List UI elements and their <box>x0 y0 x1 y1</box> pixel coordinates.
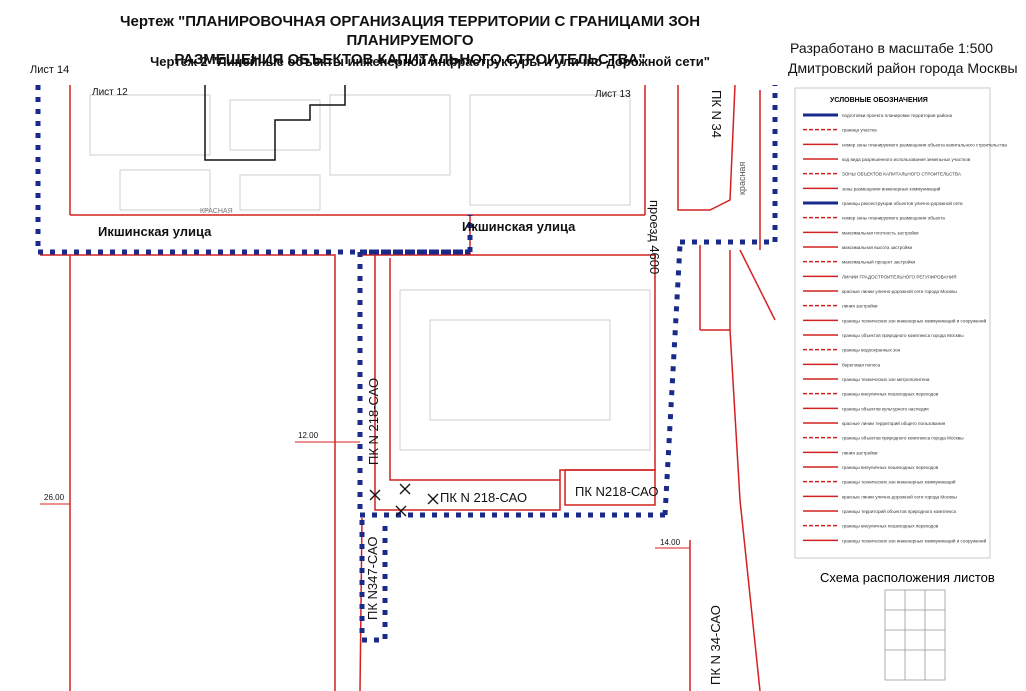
scale-label: Разработано в масштабе 1:500 <box>790 40 994 56</box>
legend-item-label: зоны размещения инженерных коммуникаций <box>842 185 941 191</box>
krasnaya-small-label: КРАСНАЯ <box>200 208 233 215</box>
legend-item-label: красные линии улично-дорожной сети город… <box>842 288 957 294</box>
legend-item-label: границы технических зон инженерных комму… <box>842 537 987 543</box>
dimension-26: 26.00 <box>44 493 65 502</box>
legend-heading: УСЛОВНЫЕ ОБОЗНАЧЕНИЯ <box>830 97 928 104</box>
legend-item-label: границы реконструкции объектов улично-до… <box>842 200 963 206</box>
street-label-right: Икшинская улица <box>462 219 576 234</box>
legend-item-label: границы объектов природного комплекса го… <box>842 333 964 338</box>
dimension-12: 12.00 <box>298 431 319 440</box>
pk218-horizontal-label: ПК N 218-САО <box>440 490 527 505</box>
title-block: Чертеж "ПЛАНИРОВОЧНАЯ ОРГАНИЗАЦИЯ ТЕРРИТ… <box>60 12 760 69</box>
header: Чертеж "ПЛАНИРОВОЧНАЯ ОРГАНИЗАЦИЯ ТЕРРИТ… <box>0 0 1026 90</box>
legend-item-label: ЛИНИИ ГРАДОСТРОИТЕЛЬНОГО РЕГУЛИРОВАНИЯ <box>842 274 956 279</box>
legend-item-label: код вида разрешенного использования земе… <box>842 157 971 162</box>
title-line2: РАЗМЕЩЕНИЯ ОБЪЕКТОВ КАПИТАЛЬНОГО СТРОИТЕ… <box>174 51 646 68</box>
legend-item-label: линия застройки <box>842 449 878 455</box>
legend-item-label: границы внеуличных пешеходных переходов <box>842 524 939 529</box>
demolition-marks <box>369 483 439 517</box>
legend-item-label: максимальная высота застройки <box>842 244 912 250</box>
pk218-vertical-label: ПК N 218-САО <box>366 378 381 465</box>
legend-item-label: границы объектов природного комплекса го… <box>842 436 964 441</box>
legend-item-label: красные линии улично-дорожной сети город… <box>842 493 957 499</box>
map-canvas: Лист 12 Лист 13 Икшинская улица Икшинска… <box>35 84 1007 691</box>
krasnaya-label: красная <box>737 162 747 195</box>
title-line1: Чертеж "ПЛАНИРОВОЧНАЯ ОРГАНИЗАЦИЯ ТЕРРИТ… <box>119 13 701 49</box>
legend-item-label: границы технических зон метрополитена <box>842 377 930 382</box>
legend-items: подготовки проекта планировки территории… <box>803 112 1007 543</box>
legend-item-label: подготовки проекта планировки территории… <box>842 112 952 118</box>
legend-item-label: границы водоохранных зон <box>842 348 901 353</box>
sheet-14-label: Лист 14 <box>30 64 70 76</box>
territory-boundary <box>35 85 778 643</box>
legend-item-label: береговая полоса <box>842 362 881 367</box>
pk34-bottom-label: ПК N 34-САО <box>708 605 723 685</box>
proezd-label: проезд 4600 <box>647 200 662 274</box>
red-lines-left <box>40 254 336 691</box>
sheet-13-label: Лист 13 <box>595 89 631 100</box>
legend-item-label: границы технических зон инженерных комму… <box>842 317 987 323</box>
legend-item-label: максимальный процент застройки <box>842 259 916 265</box>
legend: УСЛОВНЫЕ ОБОЗНАЧЕНИЯ подготовки проекта … <box>794 87 1007 681</box>
legend-item-label: номер зоны планируемого размещения объек… <box>842 142 1007 147</box>
red-lines-center <box>359 215 656 691</box>
street-label-left: Икшинская улица <box>98 224 212 239</box>
sheet12-frame <box>69 85 646 216</box>
sheet-12-label: Лист 12 <box>92 87 128 98</box>
red-lines-right <box>677 84 776 691</box>
scheme-title: Схема расположения листов <box>820 570 995 585</box>
dimension-14: 14.00 <box>660 538 681 547</box>
legend-item-label: границы внеуличных пешеходных переходов <box>842 465 939 470</box>
legend-item-label: ЗОНЫ ОБЪЕКТОВ КАПИТАЛЬНОГО СТРОИТЕЛЬСТВА <box>842 172 962 177</box>
legend-item-label: границы технических зон инженерных комму… <box>842 479 956 485</box>
sheet-scheme-grid <box>884 589 946 681</box>
pk218-box-label: ПК N218-САО <box>575 484 659 499</box>
legend-item-label: красные линии территорий общего пользова… <box>842 420 946 426</box>
pk347-label: ПК N347-САО <box>365 536 380 620</box>
pk34-top-label: ПК N 34 <box>709 90 724 138</box>
legend-item-label: номер зоны планируемого размещения объек… <box>842 216 945 221</box>
legend-item-label: границы объектов культурного наследия <box>842 406 929 411</box>
building-outline <box>204 85 346 161</box>
dimension-lines <box>40 441 690 549</box>
legend-item-label: границы внеуличных пешеходных переходов <box>842 392 939 397</box>
legend-item-label: максимальная плотность застройки <box>842 229 919 235</box>
legend-item-label: граница участка <box>842 128 877 133</box>
background-buildings <box>89 94 651 451</box>
legend-item-label: границы территорий объектов природного к… <box>842 508 956 514</box>
district-label: Дмитровский район города Москвы <box>788 60 1018 76</box>
legend-item-label: линия застройки <box>842 303 878 309</box>
subtitle: Чертеж 2 "Линейные объекты инженерной ин… <box>150 54 710 69</box>
